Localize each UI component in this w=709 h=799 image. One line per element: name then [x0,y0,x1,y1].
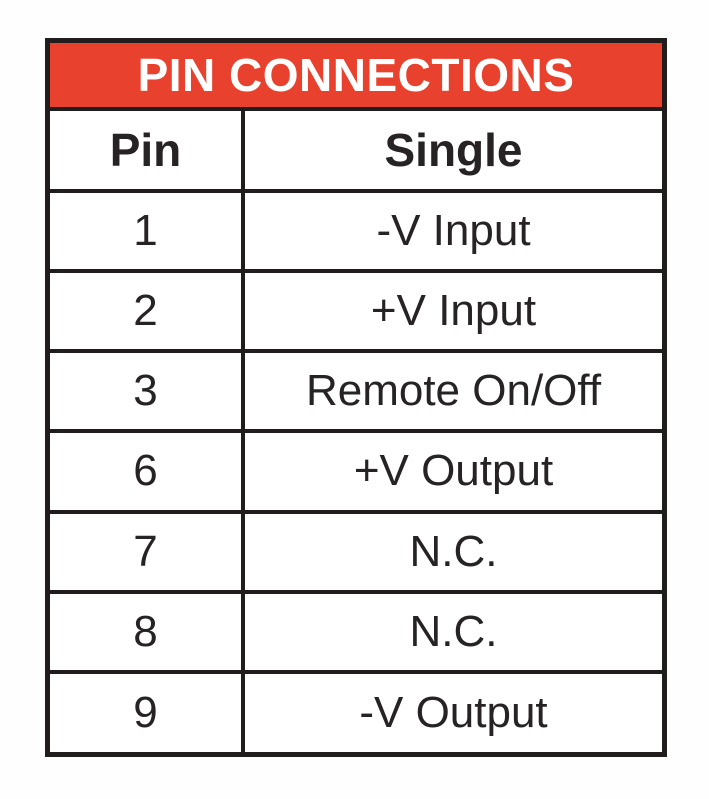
pin-cell: 6 [48,429,245,514]
pin-cell: 9 [48,669,245,755]
single-cell: +V Output [241,429,664,514]
single-cell: -V Input [241,188,664,274]
table-row: 1-V Input [48,188,664,274]
single-cell: N.C. [241,589,664,674]
single-cell: -V Output [241,669,664,755]
single-cell: +V Input [241,269,664,354]
table-title: PIN CONNECTIONS [50,43,662,111]
pin-cell: 2 [48,269,245,354]
header-row: Pin Single [48,109,664,193]
pin-cell: 1 [48,188,245,274]
single-cell: Remote On/Off [241,349,664,434]
single-cell: N.C. [241,509,664,594]
pin-cell: 3 [48,349,245,434]
table-header: Pin Single [48,109,664,193]
pin-cell: 8 [48,589,245,674]
column-header-single: Single [241,109,664,193]
pin-cell: 7 [48,509,245,594]
column-header-pin: Pin [48,109,245,193]
table-row: 9-V Output [48,669,664,755]
table-row: 2+V Input [48,269,664,354]
table-row: 6+V Output [48,429,664,514]
